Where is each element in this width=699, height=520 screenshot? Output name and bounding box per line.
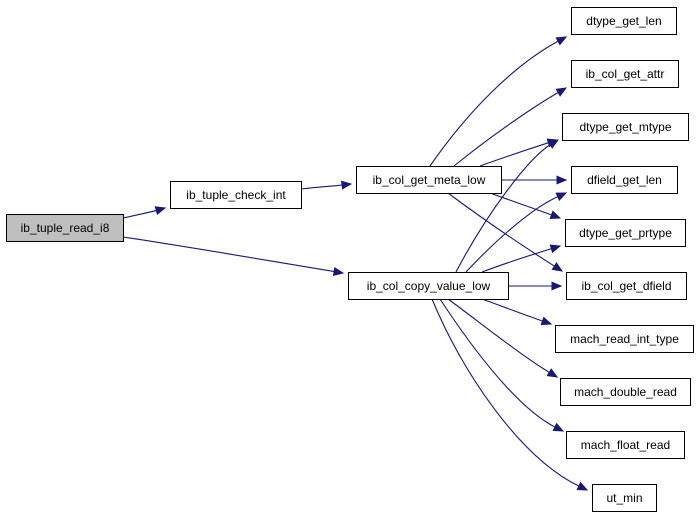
arrow-head-icon (154, 206, 167, 215)
node-box[interactable] (571, 60, 679, 88)
node-label: dfield_get_len (587, 173, 662, 187)
edge-line (455, 143, 552, 273)
arrow-head-icon (555, 192, 568, 202)
node-label: ib_col_get_dfield (581, 279, 671, 293)
node-box[interactable] (356, 166, 502, 194)
node-box[interactable] (571, 7, 677, 35)
edge-line (122, 209, 158, 219)
edge-line (429, 40, 560, 167)
arrow-head-icon (549, 244, 562, 254)
node-label: dtype_get_prtype (579, 226, 672, 240)
arrow-head-icon (332, 266, 345, 276)
node-label: ib_col_copy_value_low (367, 279, 491, 293)
edge-ib_tuple_read_i8-to-ib_tuple_check_int (122, 206, 167, 219)
node-ib_col_get_dfield[interactable]: ib_col_get_dfield (566, 272, 687, 300)
node-label: ib_col_get_attr (586, 67, 665, 81)
node-label: ib_col_get_meta_low (373, 173, 486, 187)
edge-line (431, 298, 581, 488)
node-box[interactable] (170, 181, 302, 209)
node-dfield_get_len[interactable]: dfield_get_len (571, 166, 678, 194)
arrow-head-icon (556, 175, 568, 185)
edges-layer (122, 36, 589, 491)
edge-line (300, 184, 344, 190)
nodes-layer: ib_tuple_read_i8 ib_tuple_check_int ib_col… (6, 7, 694, 512)
arrow-head-icon (555, 87, 568, 97)
node-label: ib_tuple_read_i8 (21, 221, 110, 235)
node-dtype_get_mtype[interactable]: dtype_get_mtype (562, 113, 689, 141)
arrow-head-icon (547, 139, 560, 149)
edge-line (122, 236, 336, 273)
edge-line (439, 298, 557, 428)
arrow-head-icon (341, 180, 353, 190)
node-box[interactable] (348, 272, 509, 300)
edge-ib_col_get_meta_low-to-ib_col_get_attr (453, 87, 568, 167)
edge-ib_col_copy_value_low-to-dfield_get_len (465, 192, 568, 273)
node-ut_min[interactable]: ut_min (592, 484, 657, 512)
arrow-head-icon (551, 262, 564, 272)
node-mach_read_int_type[interactable]: mach_read_int_type (555, 325, 694, 353)
node-label: dtype_get_mtype (579, 120, 671, 134)
edge-ib_col_get_meta_low-to-ib_col_get_dfield (447, 192, 564, 272)
arrow-head-icon (576, 481, 589, 491)
node-label: mach_read_int_type (570, 332, 679, 346)
edge-ib_col_copy_value_low-to-ut_min (431, 298, 589, 491)
edge-ib_col_copy_value_low-to-dtype_get_mtype (455, 139, 560, 273)
arrow-head-icon (549, 210, 562, 220)
edge-ib_col_get_meta_low-to-dtype_get_len (429, 36, 568, 167)
node-ib_col_get_attr[interactable]: ib_col_get_attr (571, 60, 679, 88)
node-box[interactable] (555, 325, 694, 353)
edge-ib_col_copy_value_low-to-ib_col_get_dfield (507, 281, 563, 291)
edge-ib_tuple_read_i8-to-ib_col_copy_value_low (122, 236, 345, 276)
node-label: mach_double_read (574, 385, 677, 399)
node-box[interactable] (566, 431, 685, 459)
node-label: dtype_get_len (586, 14, 661, 28)
edge-line (447, 192, 556, 268)
edge-ib_tuple_check_int-to-ib_col_get_meta_low (300, 180, 353, 190)
node-mach_double_read[interactable]: mach_double_read (560, 378, 691, 406)
node-box[interactable] (562, 113, 689, 141)
node-box[interactable] (592, 484, 657, 512)
node-mach_float_read[interactable]: mach_float_read (566, 431, 685, 459)
node-label: ib_tuple_check_int (186, 188, 286, 202)
edge-line (481, 298, 544, 322)
node-ib_col_copy_value_low[interactable]: ib_col_copy_value_low (348, 272, 509, 300)
arrow-head-icon (540, 316, 553, 326)
arrow-head-icon (546, 368, 559, 378)
node-box[interactable] (560, 378, 691, 406)
node-ib_tuple_check_int[interactable]: ib_tuple_check_int (170, 181, 302, 209)
node-box[interactable] (6, 214, 124, 242)
edge-ib_col_copy_value_low-to-mach_read_int_type (481, 298, 553, 326)
arrow-head-icon (552, 422, 565, 432)
edge-ib_col_get_meta_low-to-dfield_get_len (501, 175, 568, 185)
edge-line (453, 91, 560, 167)
node-ib_tuple_read_i8[interactable]: ib_tuple_read_i8 (6, 214, 124, 242)
node-ib_col_get_meta_low[interactable]: ib_col_get_meta_low (356, 166, 502, 194)
edge-line (489, 192, 553, 216)
edge-ib_col_copy_value_low-to-dtype_get_prtype (481, 244, 562, 273)
edge-ib_col_copy_value_low-to-mach_double_read (447, 298, 559, 378)
edge-line (447, 298, 551, 374)
edge-line (465, 195, 559, 273)
edge-ib_col_copy_value_low-to-mach_float_read (439, 298, 565, 432)
node-box[interactable] (566, 272, 687, 300)
edge-ib_col_get_meta_low-to-dtype_get_mtype (479, 138, 559, 167)
edge-line (481, 247, 553, 273)
node-box[interactable] (565, 219, 686, 247)
edge-ib_col_get_meta_low-to-dtype_get_prtype (489, 192, 562, 220)
arrow-head-icon (555, 36, 568, 46)
node-dtype_get_len[interactable]: dtype_get_len (571, 7, 677, 35)
node-label: mach_float_read (581, 438, 670, 452)
node-box[interactable] (571, 166, 678, 194)
edge-line (479, 141, 550, 167)
node-label: ut_min (606, 491, 642, 505)
node-dtype_get_prtype[interactable]: dtype_get_prtype (565, 219, 686, 247)
arrow-head-icon (551, 281, 563, 291)
